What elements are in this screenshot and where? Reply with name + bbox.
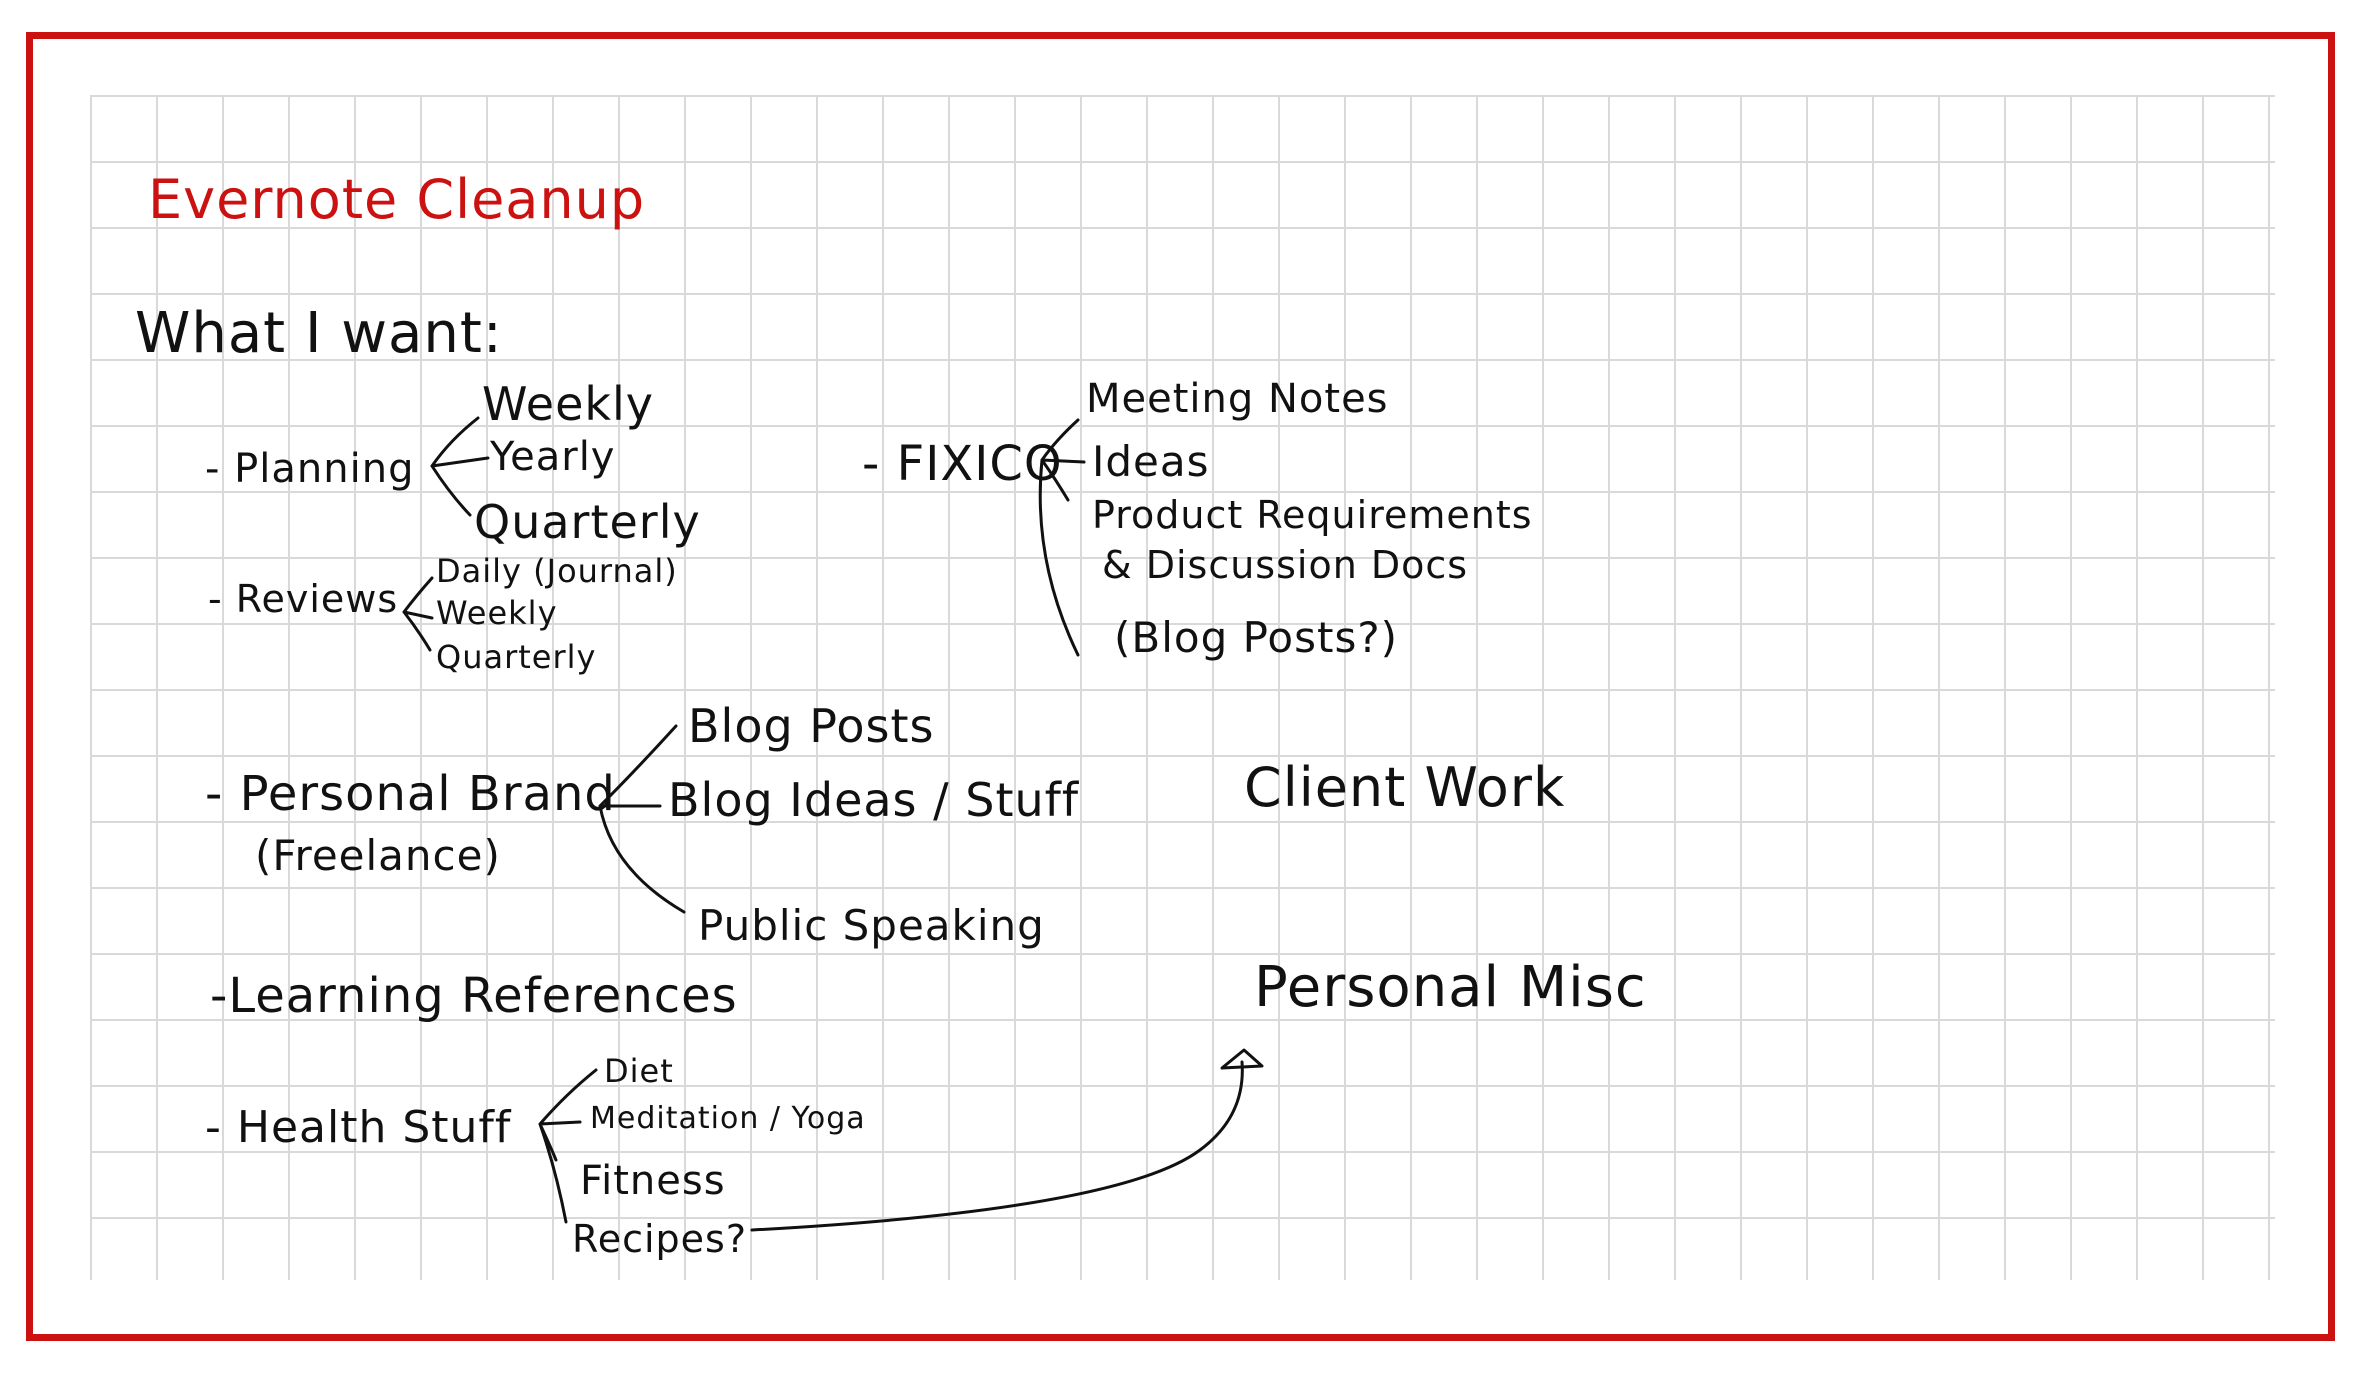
intro-heading: What I want: — [135, 301, 503, 366]
health-item-recipes: Recipes? — [572, 1217, 747, 1261]
personal-brand-branch-lines — [598, 724, 686, 914]
reviews-branch-lines — [402, 576, 434, 652]
arrow-head — [1220, 1048, 1264, 1070]
fixico-item-discussion-docs: & Discussion Docs — [1102, 543, 1468, 587]
reviews-item-quarterly: Quarterly — [436, 638, 596, 676]
planning-branch-lines — [430, 416, 490, 517]
planning-item-weekly: Weekly — [482, 377, 654, 431]
client-work-label: Client Work — [1244, 756, 1565, 819]
personal-brand-item-public-speaking: Public Speaking — [698, 901, 1045, 950]
personal-brand-item-blog-posts: Blog Posts — [688, 699, 935, 753]
planning-label: - Planning — [205, 446, 414, 492]
planning-item-quarterly: Quarterly — [474, 495, 701, 549]
planning-item-yearly: Yearly — [489, 434, 615, 480]
grid-background — [90, 95, 2275, 1280]
fixico-item-ideas: Ideas — [1092, 437, 1210, 486]
personal-misc-label: Personal Misc — [1254, 955, 1647, 1020]
learning-references-label: -Learning References — [210, 968, 738, 1024]
reviews-label: - Reviews — [208, 577, 398, 621]
fixico-branch-lines — [1038, 418, 1086, 657]
personal-brand-sublabel: (Freelance) — [255, 831, 501, 880]
health-item-diet: Diet — [604, 1052, 674, 1090]
health-item-fitness: Fitness — [580, 1158, 726, 1204]
page-title: Evernote Cleanup — [148, 168, 645, 231]
recipes-to-misc-arrow — [750, 1060, 1244, 1232]
reviews-item-weekly: Weekly — [436, 594, 558, 632]
reviews-item-daily: Daily (Journal) — [436, 552, 678, 590]
personal-brand-item-blog-ideas: Blog Ideas / Stuff — [668, 773, 1080, 827]
personal-brand-label: - Personal Brand — [205, 766, 616, 822]
fixico-label: - FIXICO — [862, 436, 1063, 492]
fixico-item-product-requirements: Product Requirements — [1092, 493, 1533, 537]
health-item-meditation-yoga: Meditation / Yoga — [590, 1101, 866, 1136]
health-stuff-label: - Health Stuff — [205, 1102, 512, 1153]
fixico-item-blog-posts: (Blog Posts?) — [1114, 613, 1398, 662]
health-branch-lines — [538, 1068, 598, 1224]
fixico-item-meeting-notes: Meeting Notes — [1086, 376, 1389, 422]
